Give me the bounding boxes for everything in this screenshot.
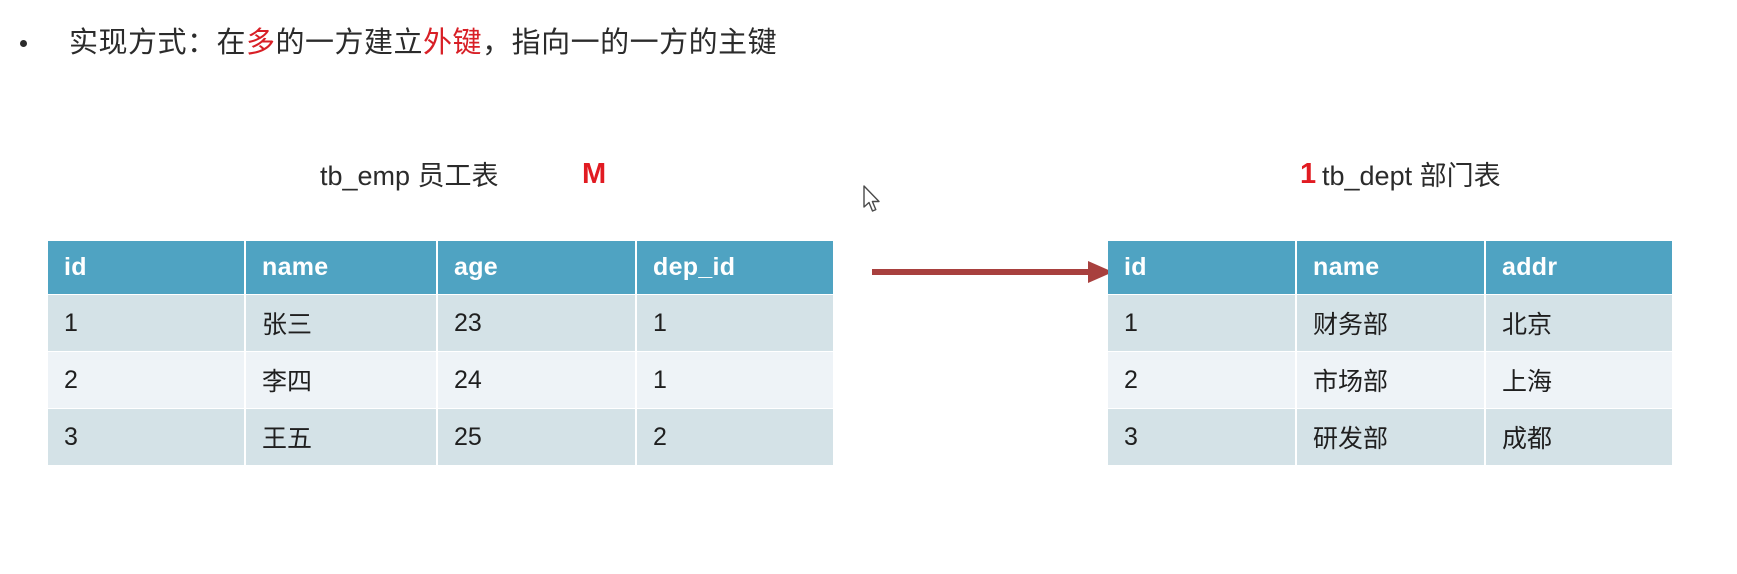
column-header-name: name xyxy=(246,241,436,294)
cell-name: 王五 xyxy=(246,409,436,465)
table-header-row: id name addr xyxy=(1108,241,1672,294)
cell-dep-id: 1 xyxy=(637,295,833,351)
foreign-key-arrow xyxy=(870,252,1115,292)
cell-id: 2 xyxy=(48,352,244,408)
left-table-cardinality-badge: M xyxy=(582,158,607,190)
cell-age: 23 xyxy=(438,295,635,351)
cell-name: 研发部 xyxy=(1297,409,1484,465)
column-header-dep-id: dep_id xyxy=(637,241,833,294)
cell-id: 3 xyxy=(1108,409,1295,465)
cell-dep-id: 2 xyxy=(637,409,833,465)
column-header-id: id xyxy=(1108,241,1295,294)
bullet-line: 实现方式：在多的一方建立外键，指向一的一方的主键 xyxy=(0,18,1737,68)
column-header-age: age xyxy=(438,241,635,294)
column-header-addr: addr xyxy=(1486,241,1672,294)
cell-id: 1 xyxy=(48,295,244,351)
table-row: 3 研发部 成都 xyxy=(1108,409,1672,465)
left-table-title: tb_emp 员工表 xyxy=(320,161,499,191)
bullet-seg-2: 的一方建立 xyxy=(275,27,424,59)
table-row: 1 财务部 北京 xyxy=(1108,295,1672,351)
cell-addr: 成都 xyxy=(1486,409,1672,465)
bullet-seg-3: 外键 xyxy=(423,27,483,59)
table-row: 1 张三 23 1 xyxy=(48,295,833,351)
table-row: 3 王五 25 2 xyxy=(48,409,833,465)
cell-age: 24 xyxy=(438,352,635,408)
tb-dept-table: id name addr 1 财务部 北京 2 市场部 上海 3 研发部 成都 xyxy=(1106,240,1674,466)
column-header-id: id xyxy=(48,241,244,294)
cell-id: 2 xyxy=(1108,352,1295,408)
tb-emp-table: id name age dep_id 1 张三 23 1 2 李四 24 1 3… xyxy=(46,240,835,466)
cell-dep-id: 1 xyxy=(637,352,833,408)
table-row: 2 李四 24 1 xyxy=(48,352,833,408)
cell-name: 财务部 xyxy=(1297,295,1484,351)
arrow-icon xyxy=(872,261,1113,283)
table-row: 2 市场部 上海 xyxy=(1108,352,1672,408)
bullet-seg-4: ，指向一的一方的主键 xyxy=(482,27,778,59)
cell-id: 3 xyxy=(48,409,244,465)
pointer-arrow-icon xyxy=(863,185,880,212)
right-table-cardinality-badge: 1 xyxy=(1300,158,1317,190)
bullet-marker-icon xyxy=(20,39,27,47)
cell-addr: 北京 xyxy=(1486,295,1672,351)
mouse-cursor-icon xyxy=(862,185,884,215)
bullet-text: 实现方式：在多的一方建立外键，指向一的一方的主键 xyxy=(69,26,777,60)
table-header-row: id name age dep_id xyxy=(48,241,833,294)
bullet-seg-0: 实现方式：在 xyxy=(69,27,247,59)
cell-addr: 上海 xyxy=(1486,352,1672,408)
bullet-seg-1: 多 xyxy=(246,27,276,59)
cell-name: 张三 xyxy=(246,295,436,351)
cell-name: 市场部 xyxy=(1297,352,1484,408)
cell-age: 25 xyxy=(438,409,635,465)
cell-id: 1 xyxy=(1108,295,1295,351)
cell-name: 李四 xyxy=(246,352,436,408)
column-header-name: name xyxy=(1297,241,1484,294)
right-table-title: tb_dept 部门表 xyxy=(1322,161,1501,191)
